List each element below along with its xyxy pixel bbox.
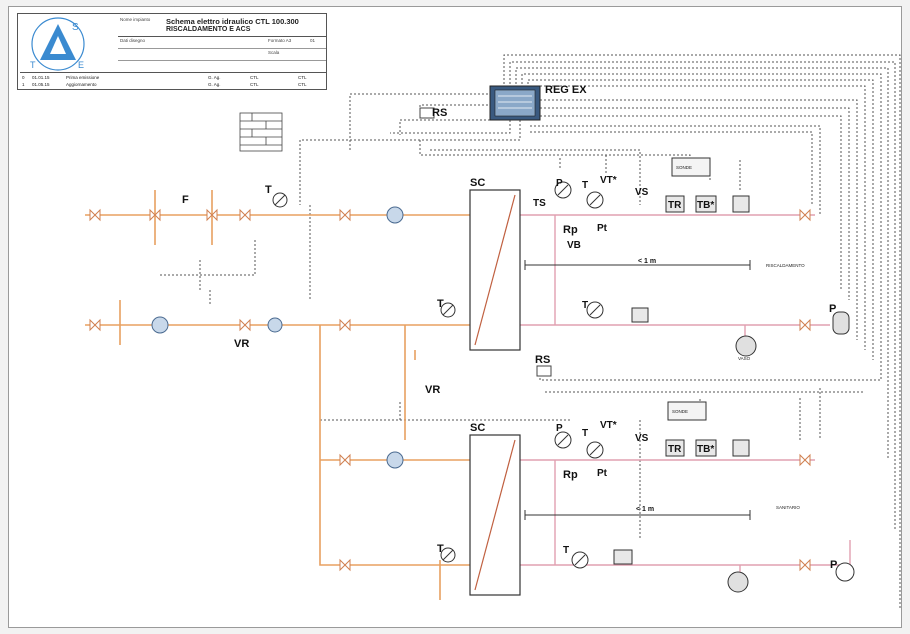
label-sc-bottom: SC	[470, 422, 485, 434]
label-rs-mid: RS	[535, 354, 550, 366]
label-tr-top: TR	[668, 200, 682, 211]
label-pt-bottom: Pt	[597, 468, 608, 479]
company-logo: S T E	[30, 17, 85, 71]
label-tb-bottom: TB*	[697, 444, 714, 455]
brick-wall-icon	[239, 112, 283, 152]
label-p-top: P	[556, 178, 563, 189]
sonde-box-top	[671, 157, 711, 177]
supply-pipes	[85, 190, 470, 600]
gauges	[272, 181, 604, 569]
label-rs-top: RS	[432, 107, 447, 119]
label-t4: T	[582, 180, 588, 191]
client-label: Dati disegno	[120, 38, 146, 43]
rs-sensor-top	[419, 107, 435, 119]
distance-markers	[524, 260, 751, 520]
label-p-right-bottom: P	[830, 559, 837, 571]
label-reg-ex: REG EX	[545, 84, 587, 96]
label-t1: T	[265, 184, 272, 196]
diagram-labels: REG EX RS RS SC SC F T T T T T T T TS P …	[182, 84, 837, 571]
label-rp-bottom: Rp	[563, 469, 578, 481]
svg-text:E: E	[78, 60, 84, 70]
label-t3: T	[437, 543, 444, 555]
label-lt1m-top: < 1 m	[638, 258, 656, 265]
label-ts: TS	[533, 198, 546, 209]
secondary-pipes	[520, 214, 851, 580]
sonde-box-bottom	[667, 401, 707, 421]
rs-sensor-mid	[536, 365, 552, 377]
svg-text:S: S	[72, 22, 79, 33]
label-riscaldamento: RISCALDAMENTO	[766, 263, 805, 268]
label-t5: T	[582, 300, 588, 311]
label-t6: T	[582, 428, 588, 439]
label-vt-top: VT*	[600, 175, 617, 186]
thermostat-boxes	[613, 195, 750, 565]
project-label: Nome impianto	[120, 17, 151, 22]
three-way-valves	[151, 206, 404, 469]
expansion-vessels	[727, 311, 855, 593]
label-t2: T	[437, 298, 444, 310]
label-vs-bottom: VS	[635, 433, 649, 444]
label-f: F	[182, 194, 189, 206]
label-vr-left: VR	[234, 338, 249, 350]
drawing-title: Schema elettro idraulico CTL 100.300	[166, 17, 299, 26]
drawing-subtitle: RISCALDAMENTO E ACS	[166, 26, 251, 33]
reg-ex-controller	[489, 85, 541, 121]
label-sc-top: SC	[470, 177, 485, 189]
label-t7: T	[563, 545, 569, 556]
svg-text:T: T	[30, 60, 36, 70]
scale-label: Scala	[268, 50, 280, 55]
title-block: S T E Nome impianto Schema elettro idrau…	[17, 13, 327, 90]
label-rp-top: Rp	[563, 224, 578, 236]
label-sanitario: SANITARIO	[776, 505, 800, 510]
heat-exchanger-top	[469, 189, 521, 351]
label-vt-bottom: VT*	[600, 420, 617, 431]
valves	[89, 208, 811, 572]
drawing-sheet	[8, 6, 902, 628]
label-vs-top: VS	[635, 187, 649, 198]
label-p-right-top: P	[829, 303, 836, 315]
sheet-number: 01	[310, 38, 316, 43]
label-tb-top: TB*	[697, 200, 714, 211]
label-sonde-top: SONDE	[676, 165, 692, 170]
label-p-mid: P	[556, 423, 563, 434]
label-vr-mid: VR	[425, 384, 440, 396]
label-tr-bottom: TR	[668, 444, 682, 455]
label-vaso: VASO	[738, 356, 751, 361]
label-sonde-bottom: SONDE	[672, 409, 688, 414]
label-pt-top: Pt	[597, 223, 608, 234]
format-label: Formato A3	[268, 38, 292, 43]
label-lt1m-bottom: < 1 m	[636, 506, 654, 513]
heat-exchanger-bottom	[469, 434, 521, 596]
label-vb: VB	[567, 240, 581, 251]
